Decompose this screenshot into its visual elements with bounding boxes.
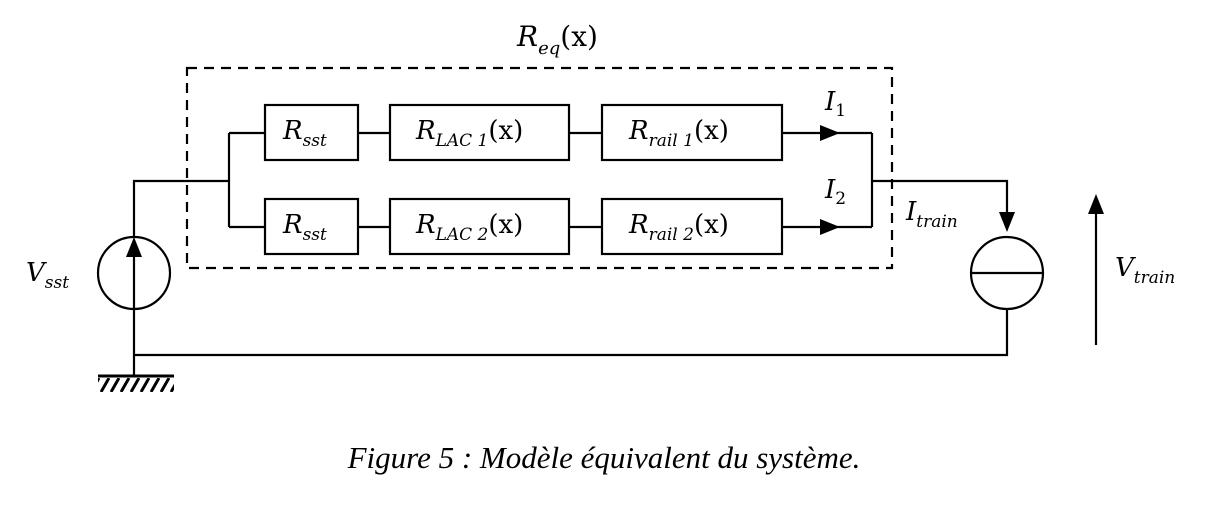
branch1-r-sst-box [263, 103, 360, 162]
branch2-r-rail-label: Rrail 2(x) [628, 210, 729, 245]
i1-arrow-icon [820, 125, 840, 141]
vsst-label: Vsst [26, 258, 69, 293]
branch2-r-lac-label: RLAC 2(x) [415, 210, 523, 245]
vtrain-arrow-icon [1088, 194, 1104, 345]
itrain-arrow-icon [999, 212, 1015, 232]
i2-arrow-icon [820, 219, 840, 235]
branch2-r-sst-box [263, 197, 360, 256]
vtrain-label: Vtrain [1115, 253, 1175, 288]
i2-label: I2 [824, 175, 846, 209]
itrain-label: Itrain [905, 197, 958, 232]
substation-voltage-source-icon [96, 235, 172, 311]
branch1-r-rail-label: Rrail 1(x) [628, 116, 729, 151]
branch1-r-sst-label: Rsst [282, 116, 327, 151]
req-label: Req(x) [516, 20, 598, 59]
branch1-r-lac-box [388, 103, 571, 162]
branch1-r-lac-label: RLAC 1(x) [415, 116, 523, 151]
branch2-r-sst-label: Rsst [282, 210, 327, 245]
branch2-r-lac-box [388, 197, 571, 256]
i1-label: I1 [824, 87, 846, 121]
branch2-r-rail-box [600, 197, 784, 256]
branch1-r-rail-box [600, 103, 784, 162]
train-current-source-icon [969, 235, 1045, 311]
equivalent-resistance-boundary [185, 66, 894, 270]
figure-caption: Figure 5 : Modèle équivalent du système. [347, 440, 861, 475]
ground-icon [98, 374, 174, 392]
